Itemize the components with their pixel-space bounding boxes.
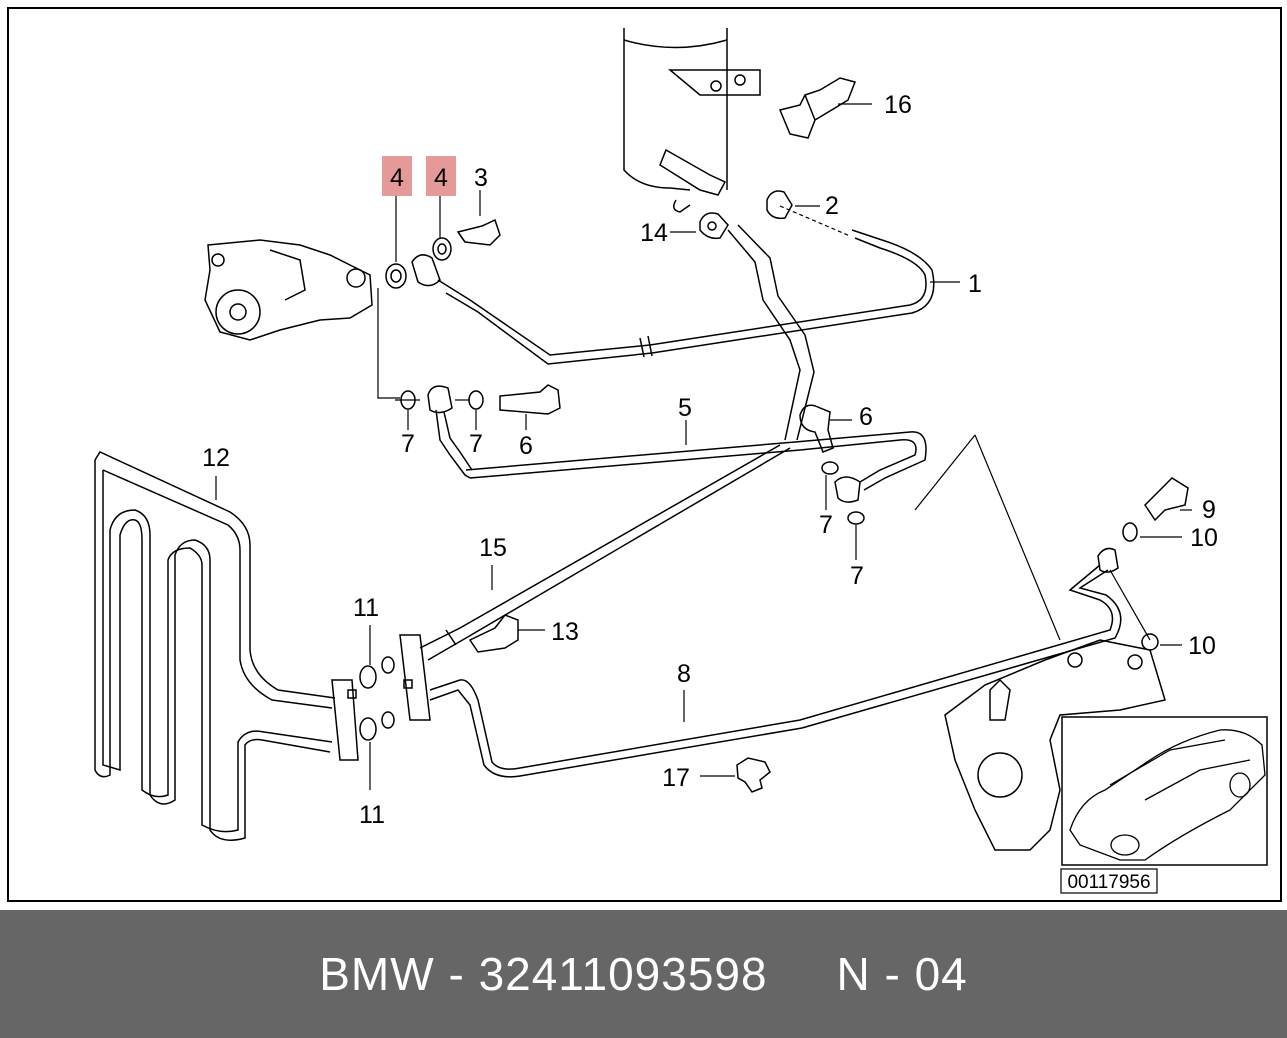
brand-name: BMW — [319, 948, 435, 1000]
callout-8: 8 — [677, 660, 691, 688]
bolt-13 — [468, 614, 519, 653]
banjo-lower — [400, 384, 561, 479]
image-number: 00117956 — [1067, 872, 1150, 893]
diagram-position: N - 04 — [836, 948, 968, 1000]
callout-17: 17 — [662, 764, 690, 792]
steering-pump — [204, 239, 373, 341]
callout-7d: 7 — [850, 562, 864, 590]
line-8 — [429, 564, 1122, 778]
clip-17 — [736, 757, 771, 793]
cooler-12 — [94, 451, 336, 841]
banjo-right — [799, 404, 865, 525]
callout-11b: 11 — [359, 801, 385, 829]
footer-caption: BMW - 32411093598 N - 04 — [0, 910, 1287, 1038]
callout-11a: 11 — [353, 594, 379, 622]
clamp-2 — [766, 190, 793, 220]
callout-4b: 4 — [434, 164, 448, 192]
callout-3: 3 — [474, 164, 488, 192]
steering-gear — [944, 639, 1166, 851]
callout-1: 1 — [968, 270, 982, 298]
hose-14 — [699, 212, 815, 441]
callout-13: 13 — [551, 618, 579, 646]
washers-top — [385, 218, 501, 289]
part-number: 32411093598 — [478, 948, 768, 1000]
callout-6a: 6 — [519, 432, 533, 460]
highlight-4b — [426, 156, 456, 196]
callout-10a: 10 — [1190, 524, 1218, 552]
image-number-box — [1060, 868, 1158, 894]
callout-16: 16 — [884, 91, 912, 119]
parts-diagram: 4 4 3 1 2 14 16 5 6 6 7 7 7 7 12 9 10 10… — [7, 7, 1282, 902]
separator: - — [434, 948, 479, 1000]
callout-14: 14 — [640, 219, 668, 247]
callout-15: 15 — [479, 534, 507, 562]
callout-2: 2 — [825, 192, 839, 220]
leader-lines — [215, 103, 1192, 790]
callout-7c: 7 — [819, 511, 833, 539]
gap — [768, 947, 837, 1001]
reservoir — [623, 28, 761, 213]
return-line-5 — [465, 431, 927, 491]
callout-12: 12 — [202, 444, 230, 472]
bracket-11 — [331, 634, 431, 761]
footer-bar: BMW - 32411093598 N - 04 — [0, 910, 1287, 1038]
clamp-16 — [778, 77, 857, 139]
callout-4a: 4 — [390, 164, 404, 192]
highlight-4a — [382, 156, 412, 196]
bolt-9 — [1097, 477, 1189, 651]
callout-9: 9 — [1202, 496, 1216, 524]
suction-line-15 — [419, 444, 791, 661]
callout-5: 5 — [678, 394, 692, 422]
callout-7b: 7 — [469, 430, 483, 458]
callout-6b: 6 — [859, 403, 873, 431]
callout-7a: 7 — [401, 430, 415, 458]
diagram-border — [7, 7, 1282, 902]
hose-1 — [437, 229, 935, 365]
car-inset — [1061, 716, 1268, 866]
callout-10b: 10 — [1188, 632, 1216, 660]
